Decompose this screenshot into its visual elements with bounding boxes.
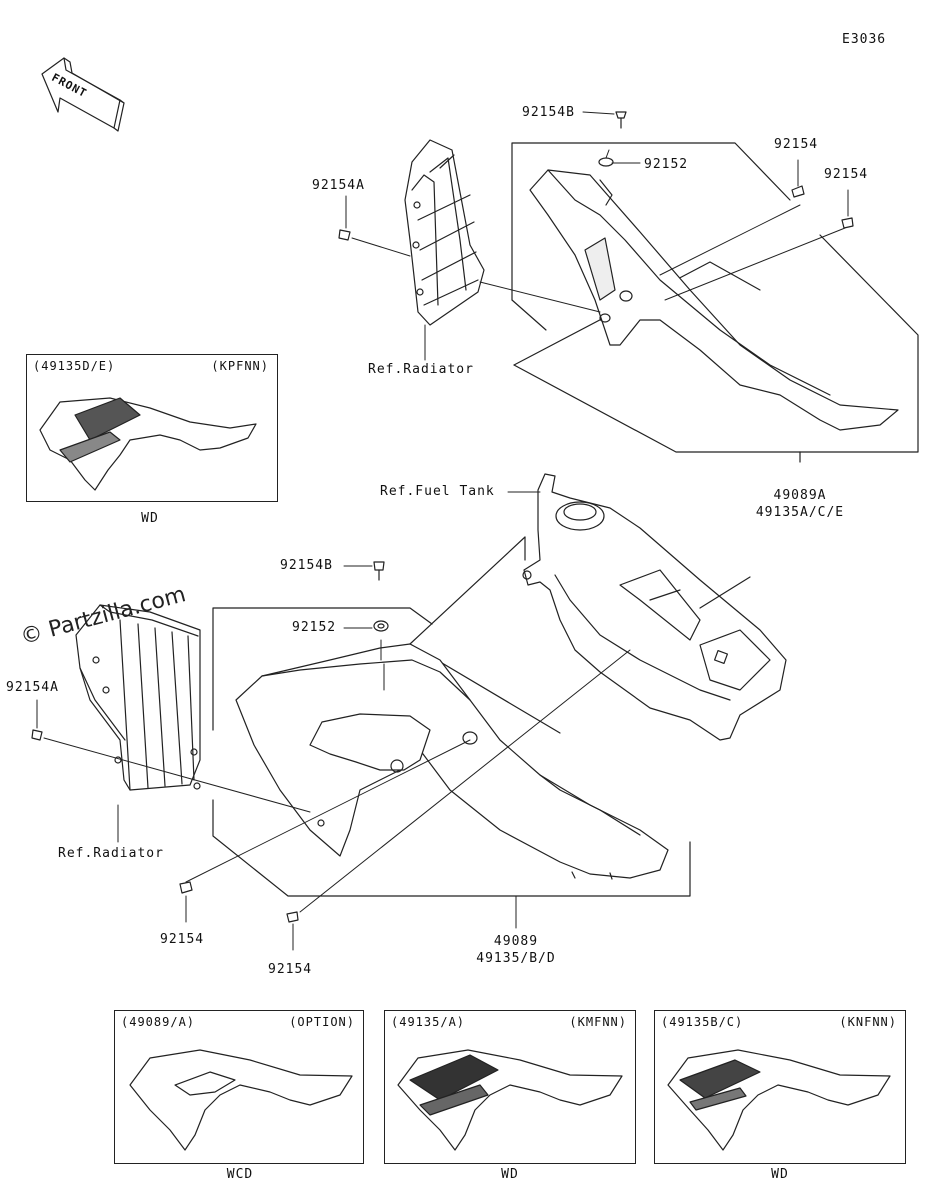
variant-kpfnn-shroud <box>39 397 257 491</box>
top-bolt-92154-2-icon <box>841 217 854 229</box>
bottom-label-92154-1: 92154 <box>160 932 205 947</box>
variant-box-kmfnn: (49135/A) (KMFNN) <box>384 1010 636 1164</box>
variant-box-kpfnn-caption: WD <box>141 511 159 526</box>
top-label-92154-2: 92154 <box>824 167 869 182</box>
top-leader-lines <box>345 111 849 361</box>
top-label-92154-1: 92154 <box>774 137 819 152</box>
bottom-assembly-bracket <box>212 536 751 897</box>
variant-box-kmfnn-code: (49135/A) <box>391 1015 466 1029</box>
diagram-code: E3036 <box>842 32 887 47</box>
top-label-49135ace: 49135A/C/E <box>755 505 845 520</box>
bottom-label-92152: 92152 <box>292 620 337 635</box>
bottom-bolt-92154a-icon <box>31 729 43 741</box>
top-label-92152: 92152 <box>644 157 689 172</box>
bottom-leader-lines <box>36 491 631 951</box>
variant-box-knfnn-code: (49135B/C) <box>661 1015 744 1029</box>
variant-box-knfnn: (49135B/C) (KNFNN) <box>654 1010 906 1164</box>
bottom-label-ref-fuel-tank: Ref.Fuel Tank <box>380 484 495 499</box>
top-label-49089a: 49089A <box>773 488 827 503</box>
variant-box-kpfnn-code: (49135D/E) <box>33 359 116 373</box>
bottom-label-92154a: 92154A <box>6 680 59 695</box>
top-label-ref-radiator: Ref.Radiator <box>368 362 474 377</box>
top-label-92154a: 92154A <box>312 178 365 193</box>
variant-box-kmfnn-caption: WD <box>501 1167 519 1182</box>
variant-box-option-code: (49089/A) <box>121 1015 196 1029</box>
variant-box-knfnn-caption: WD <box>771 1167 789 1182</box>
top-bolt-92154a-icon <box>338 229 351 241</box>
bottom-bolt-92154b-icon <box>373 561 385 581</box>
variant-box-kpfnn-model: (KPFNN) <box>211 359 269 373</box>
bottom-label-49089: 49089 <box>493 934 539 949</box>
bottom-washer-92152-icon <box>373 620 389 632</box>
variant-box-option-model: (OPTION) <box>289 1015 355 1029</box>
variant-box-kpfnn: (49135D/E) (KPFNN) <box>26 354 278 502</box>
bottom-label-92154b: 92154B <box>280 558 333 573</box>
bottom-bolt-92154-1-icon <box>179 881 193 894</box>
top-washer-92152-icon <box>598 157 614 167</box>
bottom-label-92154-2: 92154 <box>268 962 313 977</box>
top-assembly-bracket <box>511 142 919 463</box>
bottom-label-49135bd: 49135/B/D <box>476 951 556 966</box>
top-bolt-92154b-icon <box>615 111 627 129</box>
top-label-92154b: 92154B <box>522 105 575 120</box>
variant-kmfnn-shroud <box>397 1049 623 1151</box>
fuel-tank <box>522 473 787 741</box>
top-radiator-shroud <box>529 169 899 431</box>
bottom-bolt-92154-2-icon <box>286 911 299 923</box>
bottom-radiator <box>75 604 201 791</box>
top-bolt-92154-1-icon <box>791 185 805 198</box>
bottom-radiator-shroud <box>235 643 669 880</box>
front-arrow-icon <box>41 57 125 132</box>
variant-box-option-caption: WCD <box>226 1167 254 1182</box>
variant-box-knfnn-model: (KNFNN) <box>839 1015 897 1029</box>
variant-box-kmfnn-model: (KMFNN) <box>569 1015 627 1029</box>
variant-option-shroud <box>129 1049 353 1151</box>
variant-box-option: (49089/A) (OPTION) <box>114 1010 364 1164</box>
top-radiator <box>404 139 485 326</box>
bottom-label-ref-radiator: Ref.Radiator <box>58 846 164 861</box>
variant-knfnn-shroud <box>667 1049 891 1151</box>
